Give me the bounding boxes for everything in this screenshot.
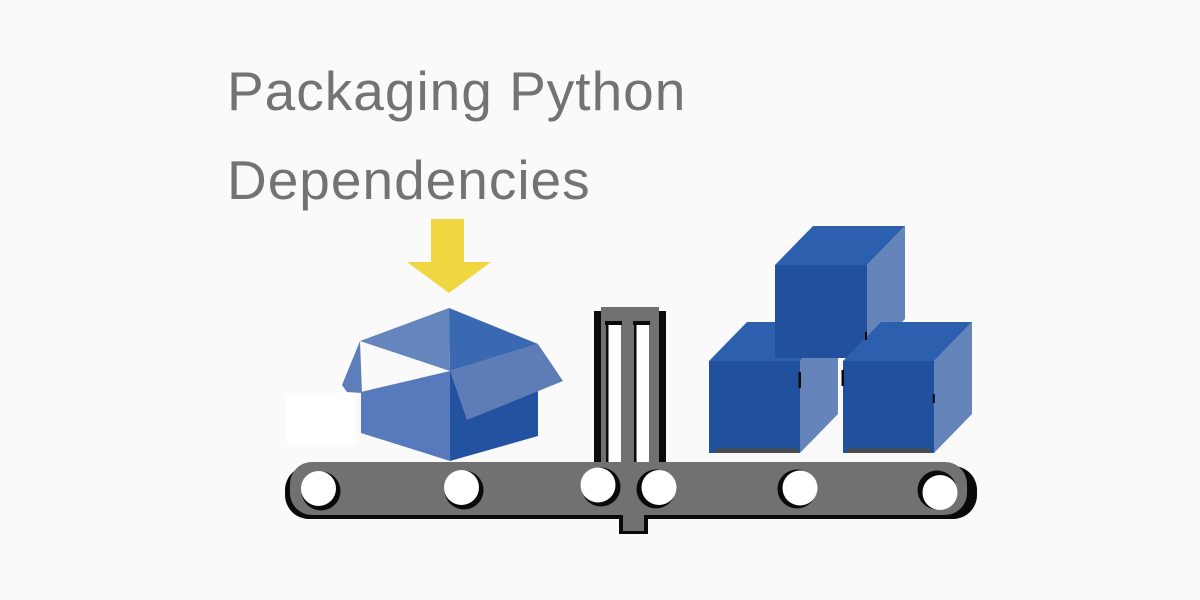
box-front-left-face	[361, 371, 450, 461]
conveyor-hole	[777, 469, 818, 509]
cube-edge-tick	[798, 372, 801, 388]
hole	[444, 470, 479, 505]
gate-slot-cap-right	[633, 321, 650, 325]
cube-top-face	[775, 226, 905, 265]
cube-edge-tick	[841, 370, 844, 386]
cube-side-face	[934, 322, 972, 453]
cube-front-face	[843, 361, 934, 453]
conveyor-hole	[301, 471, 341, 511]
cube-stack-icon	[709, 226, 972, 453]
gate-post	[594, 307, 666, 463]
gate-slot-right-edge	[634, 325, 637, 463]
cube-edge-tick	[932, 394, 935, 403]
cube-shadow	[848, 448, 930, 453]
cube-shadow	[716, 448, 798, 453]
hole	[641, 470, 677, 505]
title-line-1: Packaging Python	[227, 60, 687, 122]
conveyor-belt	[285, 462, 977, 534]
page-title: Packaging Python Dependencies	[227, 47, 686, 225]
gate-slot-right	[636, 325, 649, 463]
hole	[580, 467, 616, 503]
conveyor-hole	[636, 469, 677, 509]
hole	[301, 471, 336, 506]
gate-post-left-outline	[594, 311, 601, 463]
conveyor-hole	[444, 470, 484, 510]
box-inner-right-flap	[449, 308, 538, 371]
box-left-flap	[342, 341, 362, 393]
gate-post-right-outline	[659, 311, 666, 463]
gate-slot-left	[608, 325, 621, 463]
cube-front-face	[775, 265, 867, 358]
gate-slot-left-edge	[606, 325, 609, 463]
cube-front-face	[709, 361, 800, 453]
cube-edge-tick	[865, 332, 867, 340]
hole	[782, 470, 818, 506]
conveyor-hole	[917, 470, 958, 510]
box-right-flap	[450, 344, 563, 420]
title-line-2: Dependencies	[227, 149, 591, 211]
gate-slot-cap-left	[605, 321, 622, 325]
hole	[922, 475, 958, 510]
conveyor-tab	[623, 515, 644, 531]
open-box-icon	[342, 308, 563, 461]
cube-right	[843, 322, 972, 453]
white-patch	[287, 393, 356, 445]
cube-top-face	[843, 322, 972, 361]
box-inner-left-flap	[360, 308, 450, 371]
conveyor-body	[290, 462, 967, 515]
arrow-down-icon	[407, 219, 491, 293]
conveyor-hole	[580, 467, 621, 507]
